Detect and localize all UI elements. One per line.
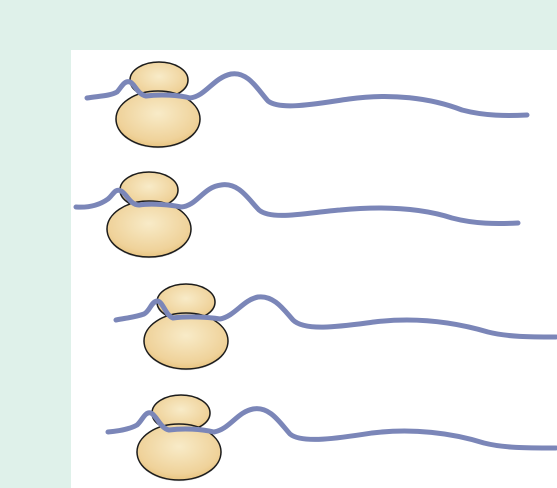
ribosome-strand-row-3: [116, 284, 556, 369]
large-subunit-3: [144, 313, 228, 369]
ribosome-strand-row-1: [87, 62, 527, 147]
ribosome-strand-row-4: [108, 395, 556, 480]
large-subunit-2: [107, 201, 191, 257]
ribosome-strand-row-2: [76, 172, 518, 257]
